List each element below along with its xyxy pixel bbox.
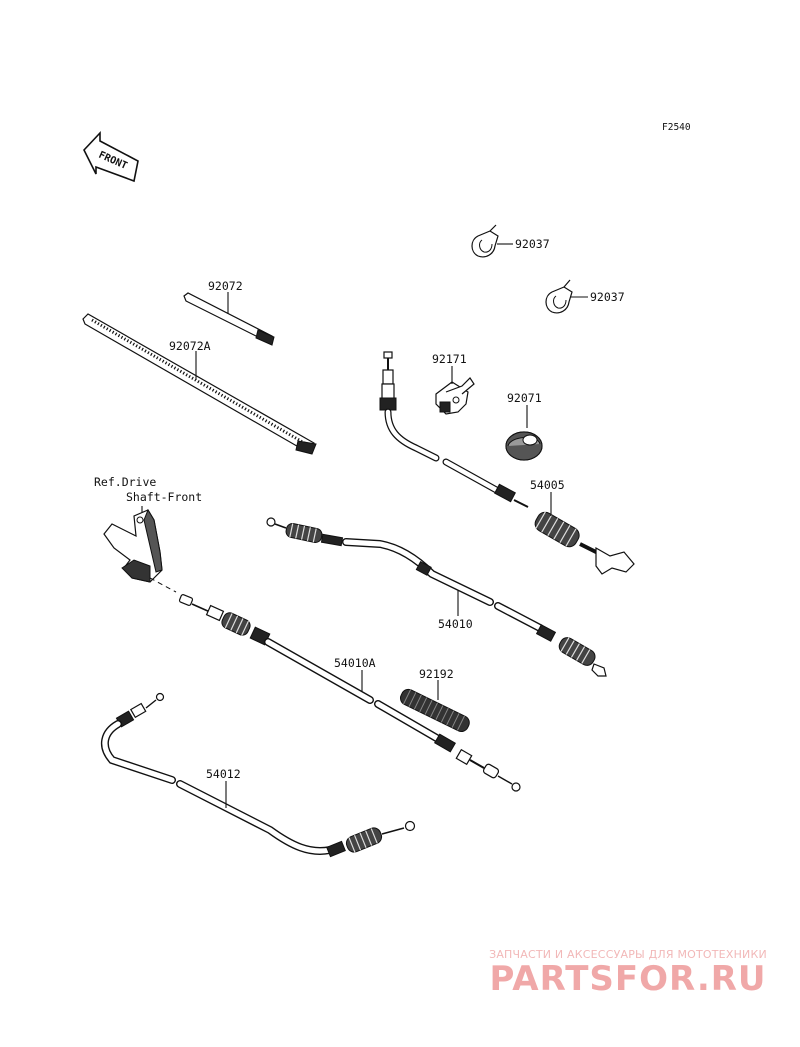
ref-note-line1: Ref.Drive (94, 475, 156, 489)
drive-shaft-bracket (103, 508, 163, 583)
front-arrow-icon: FRONT (83, 130, 139, 183)
holder (435, 377, 475, 415)
part-label-clip-lower: 92037 (590, 290, 625, 304)
protector-tube (399, 688, 470, 732)
part-label-protector-tube: 92192 (419, 667, 454, 681)
throttle-cable (379, 351, 635, 575)
cable-bottom (100, 692, 416, 858)
watermark: ЗАПЧАСТИ И АКСЕССУАРЫ ДЛЯ МОТОТЕХНИКИ PA… (478, 948, 778, 998)
grommet (505, 431, 543, 461)
watermark-brand: PARTSFOR.RU (489, 959, 767, 999)
watermark-subtitle: ЗАПЧАСТИ И АКСЕССУАРЫ ДЛЯ МОТОТЕХНИКИ (489, 948, 767, 961)
part-label-band-long: 92072A (169, 339, 211, 353)
clip-upper (471, 224, 499, 258)
part-label-throttle-cable: 54005 (530, 478, 565, 492)
ref-note-line2: Shaft-Front (126, 490, 202, 504)
part-label-cable-center: 54010 (438, 617, 473, 631)
part-label-grommet: 92071 (507, 391, 542, 405)
part-label-cable-bottom: 54012 (206, 767, 241, 781)
part-label-holder: 92171 (432, 352, 467, 366)
band-short (183, 292, 275, 346)
part-label-band-short: 92072 (208, 279, 243, 293)
band-long (82, 313, 317, 455)
cable-lower (178, 594, 521, 792)
part-label-cable-lower: 54010A (334, 656, 376, 670)
diagram-code: F2540 (662, 122, 691, 133)
clip-lower (545, 279, 573, 314)
cable-center (266, 517, 607, 677)
part-label-clip-upper: 92037 (515, 237, 550, 251)
